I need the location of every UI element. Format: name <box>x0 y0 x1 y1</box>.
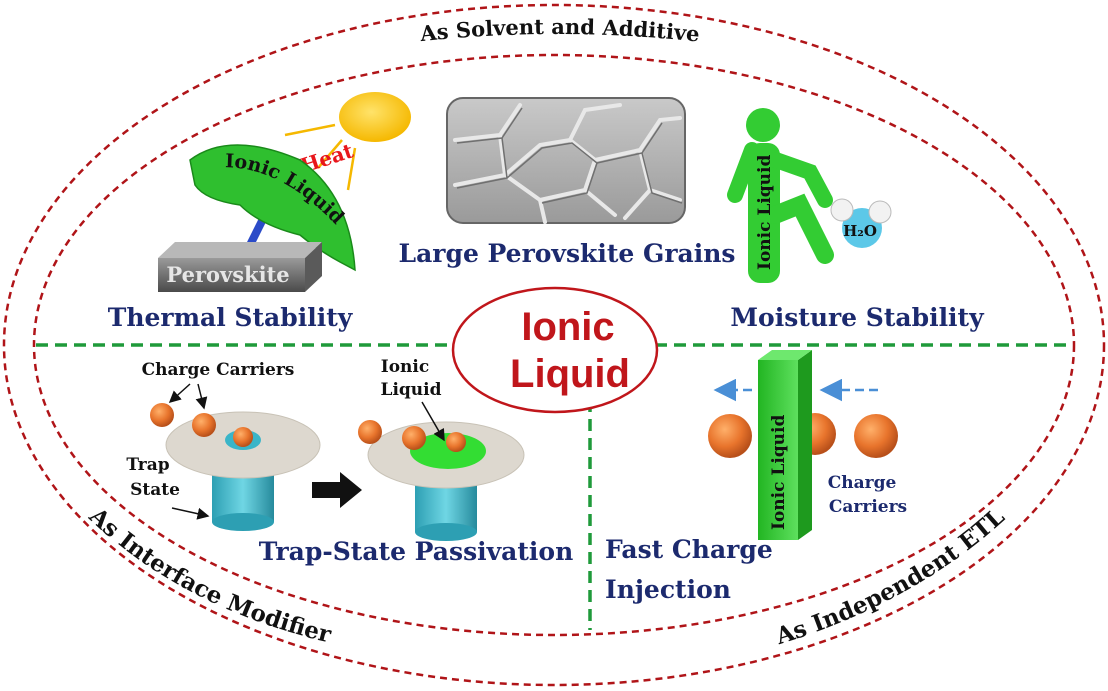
water-label: H₂O <box>843 222 877 240</box>
ionic-slab-top <box>758 350 812 360</box>
grain-boundaries <box>453 103 682 224</box>
trap-cylinder-base <box>212 513 274 531</box>
hydrogen-atom-icon <box>868 200 892 224</box>
charge-carrier-icon <box>233 427 253 447</box>
large-grains-caption: Large Perovskite Grains <box>399 239 736 268</box>
outer-dashed-ellipse <box>2 3 1106 687</box>
sun-ray <box>317 139 343 169</box>
pointer-arrow <box>171 507 210 520</box>
pointer-arrow <box>421 401 445 442</box>
charge-injection-panel: Ionic Liquid Charge Carriers Fast Charge… <box>605 350 907 604</box>
perovskite-block-side <box>305 242 322 292</box>
thermal-stability-panel: Heat Ionic Liquid Perovskite Thermal Sta… <box>108 92 411 332</box>
sun-icon <box>339 92 411 142</box>
center-label-line1: Ionic <box>521 305 614 349</box>
process-arrow <box>312 472 362 508</box>
perovskite-block-front <box>158 258 305 292</box>
grain-shadows <box>456 107 683 204</box>
charge-carrier-icon <box>402 426 426 450</box>
ionic-label-1: Ionic <box>381 357 429 377</box>
ionic-slab-side <box>798 350 812 540</box>
charge-carriers-label: Charge Carriers <box>142 360 295 380</box>
moisture-stability-panel: Ionic Liquid H₂O Moisture Stability <box>727 108 985 332</box>
passivated-cylinder-base <box>415 523 477 541</box>
fast-charge-caption-2: Injection <box>605 575 731 604</box>
ionic-label-2: Liquid <box>380 380 441 400</box>
pointer-arrow <box>168 383 191 404</box>
fast-charge-caption-1: Fast Charge <box>605 535 773 564</box>
ring-label-interface-modifier: As Interface Modifier <box>83 502 334 649</box>
ring-label-solvent-additive: As Solvent and Additive <box>418 14 701 47</box>
center-label-line2: Liquid <box>510 352 630 396</box>
hydrogen-atom-icon <box>830 198 854 222</box>
perovskite-grains-panel: Large Perovskite Grains <box>399 97 736 268</box>
ionic-slab-label: Ionic Liquid <box>769 415 789 530</box>
ionic-slab-front <box>758 360 798 540</box>
center-ellipse <box>451 286 659 414</box>
charge-carriers-label-2b: Carriers <box>829 497 907 517</box>
charge-carrier-icon <box>150 403 174 427</box>
charge-carrier-icon <box>192 413 216 437</box>
ionic-liquid-layer <box>410 433 486 469</box>
runner-label: Ionic Liquid <box>755 155 775 270</box>
trap-passivation-caption: Trap-State Passivation <box>259 537 574 566</box>
inner-dashed-ellipse <box>32 53 1076 637</box>
runner-body <box>748 143 780 283</box>
sun-ray <box>346 147 357 191</box>
runner-arm-front <box>768 152 833 208</box>
umbrella-canopy <box>189 144 356 272</box>
runner-leg <box>766 193 834 264</box>
sun-ray <box>284 123 336 137</box>
grain-tile <box>446 97 686 224</box>
runner-head <box>746 108 780 142</box>
charge-carrier-icon <box>854 414 898 458</box>
thermal-stability-caption: Thermal Stability <box>108 303 354 332</box>
perovskite-label: Perovskite <box>166 262 289 287</box>
perovskite-block-top <box>158 242 322 258</box>
trap-state-label-1: Trap <box>126 455 169 475</box>
charge-carrier-icon <box>446 432 466 452</box>
charge-carrier-icon <box>358 420 382 444</box>
moisture-stability-caption: Moisture Stability <box>730 303 985 332</box>
trap-state-label-2: State <box>130 480 180 500</box>
charge-carriers-label-2a: Charge <box>828 473 897 493</box>
pointer-arrow <box>195 383 208 410</box>
trap-passivation-panel: Charge Carriers Trap State Ionic Liquid … <box>126 357 573 566</box>
charge-carrier-icon <box>708 414 752 458</box>
